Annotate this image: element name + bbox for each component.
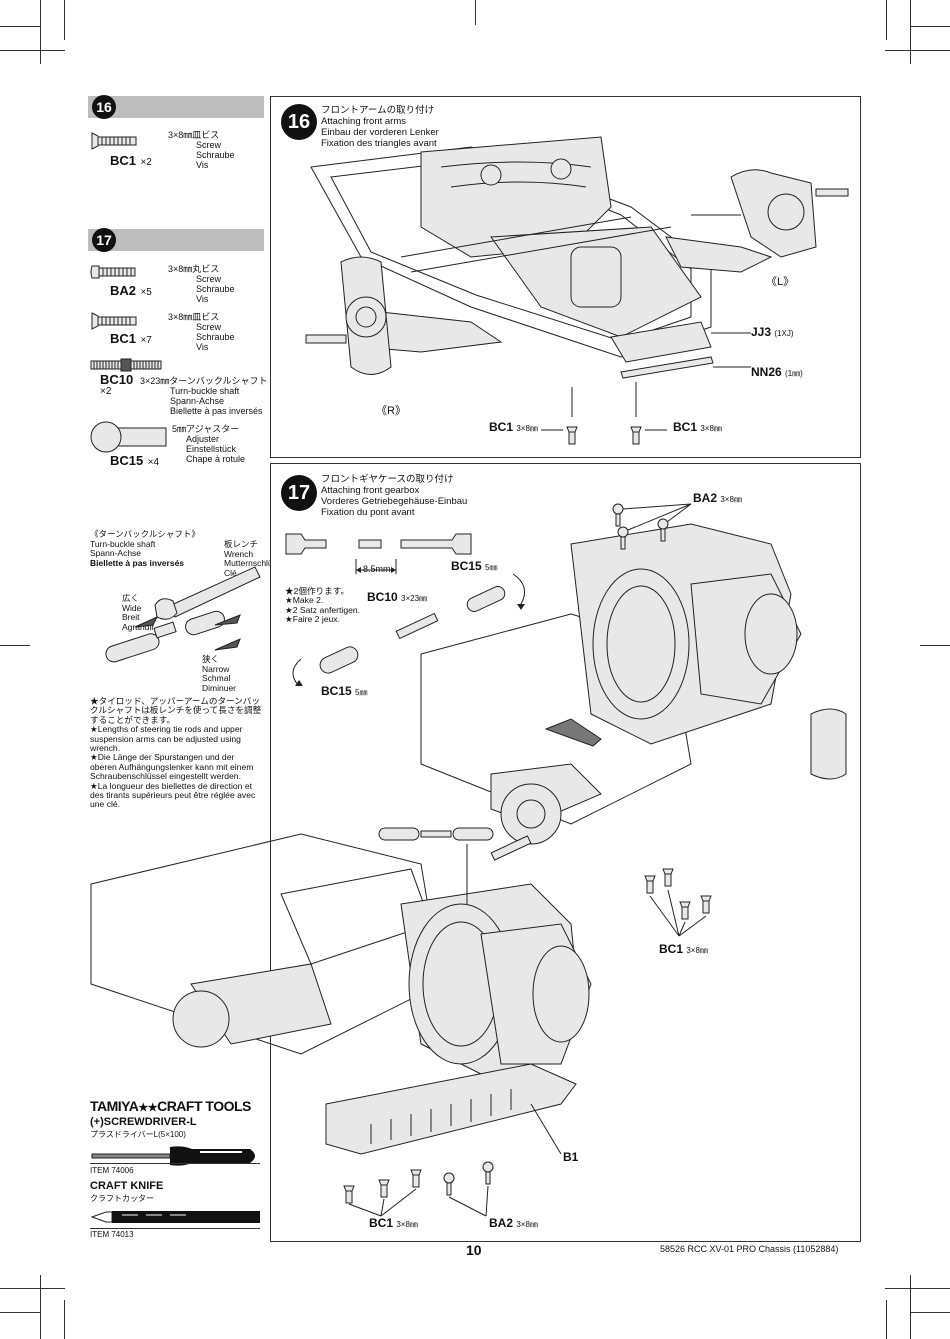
bc15-bottom-label: BC15 5㎜	[321, 684, 368, 698]
turnbuckle-assembly-diagram	[285, 533, 526, 687]
step16-title: フロントアームの取り付け Attaching front arms Einbau…	[321, 105, 439, 149]
crop-mark	[40, 1275, 41, 1339]
step16-part-bc1-desc: 3×8㎜皿ビス Screw Schraube Vis	[168, 130, 235, 170]
tool2-divider	[90, 1228, 260, 1229]
step17-part-bc1-desc: 3×8㎜皿ビス Screw Schraube Vis	[168, 312, 235, 352]
crop-mark	[910, 26, 950, 27]
step17-parts-header	[88, 229, 264, 251]
tool1-divider	[90, 1163, 260, 1164]
bc15-top-label: BC15 5㎜	[451, 559, 498, 573]
wrench-adjust-illustration	[105, 566, 261, 663]
crop-mark	[910, 1312, 950, 1313]
crop-mark	[910, 0, 911, 64]
wrench-label: 板レンチ Wrench Mutternschlüssel Clé	[224, 539, 288, 578]
crop-mark	[0, 26, 40, 27]
make-two-note: ★2個作ります。 ★Make 2. ★2 Satz anfertigen. ★F…	[285, 586, 361, 625]
screw-flat-icon	[91, 132, 137, 150]
crop-mark	[0, 645, 30, 646]
narrow-label: 狭く Narrow Schmal Diminuer	[202, 654, 237, 693]
crop-mark	[886, 0, 887, 40]
step16-bc1-right-label: BC1 3×8㎜	[673, 420, 722, 434]
screw-flat-icon	[91, 312, 137, 330]
tool1-jp: プラスドライバーL(5×100)	[90, 1130, 186, 1139]
step17-part-bc1: BC1 ×7	[110, 331, 152, 346]
step17-part-ba2-desc: 3×8㎜丸ビス Screw Schraube Vis	[168, 264, 235, 304]
turnbuckle-note: ★タイロッド、アッパーアームのターンバックルシャフトは板レンチを使って長さを調整…	[90, 696, 262, 810]
step16-bc1-left-label: BC1 3×8㎜	[489, 420, 538, 434]
bc1-right-label: BC1 3×8㎜	[659, 942, 708, 956]
tool1-name: (+)SCREWDRIVER-L	[90, 1116, 197, 1128]
screwdriver-icon	[91, 1146, 255, 1166]
crop-mark	[64, 0, 65, 40]
tool2-jp: クラフトカッター	[90, 1194, 154, 1203]
page-number: 10	[466, 1242, 482, 1258]
adjuster-icon	[90, 421, 167, 453]
crop-mark	[0, 1312, 40, 1313]
step17-part-bc10: BC10 ×2	[100, 372, 134, 397]
tool1-item: ITEM 74006	[90, 1166, 134, 1175]
turnbuckle-shaft-icon	[90, 358, 162, 372]
crop-mark	[910, 1275, 911, 1339]
ba2-top-label: BA2 3×8㎜	[693, 491, 742, 505]
step17-panel: 17 フロントギヤケースの取り付け Attaching front gearbo…	[90, 463, 861, 1242]
crop-mark	[920, 645, 950, 646]
dimension-label: 8.5mm	[363, 564, 391, 574]
craft-knife-icon	[90, 1211, 260, 1223]
crop-mark	[885, 50, 950, 51]
tool2-item: ITEM 74013	[90, 1230, 134, 1239]
crop-mark	[0, 1288, 65, 1289]
star-logo-icon: ★★	[138, 1102, 158, 1114]
step16-large-badge: 16	[281, 104, 317, 140]
screw-round-icon	[90, 265, 136, 279]
step17-part-bc15: BC15 ×4	[110, 453, 160, 468]
ba2-bottom-label: BA2 3×8㎜	[489, 1216, 538, 1230]
step16-nn26-label: NN26 (1㎜)	[751, 365, 803, 379]
step16-parts-header	[88, 96, 264, 118]
step16-part-bc1: BC1 ×2	[110, 153, 152, 168]
bc10-label: BC10 3×23㎜	[367, 590, 428, 604]
step17-large-badge: 17	[281, 475, 317, 511]
step17-part-ba2: BA2 ×5	[110, 283, 152, 298]
turnbuckle-title: 《ターンバックルシャフト》 Turn-buckle shaft Spann-Ac…	[90, 529, 200, 568]
step16-panel: 16 フロントアームの取り付け Attaching front arms Ein…	[270, 96, 861, 458]
crop-mark	[475, 0, 476, 25]
craft-tools-brand: TAMIYA★★CRAFT TOOLS	[90, 1098, 251, 1114]
step16-chassis-illustration	[305, 136, 849, 445]
product-code: 58526 RCC XV-01 PRO Chassis (11052884)	[660, 1244, 839, 1254]
step16-left-side-label: 《R》	[376, 405, 406, 417]
b1-label: B1	[563, 1150, 579, 1164]
crop-mark	[886, 1300, 887, 1339]
step16-right-side-label: 《L》	[766, 276, 795, 288]
step17-gearbox-illustration	[90, 503, 847, 1217]
crop-mark	[64, 1300, 65, 1339]
step17-number-badge: 17	[92, 228, 116, 252]
tool2-name: CRAFT KNIFE	[90, 1180, 164, 1192]
crop-mark	[0, 50, 65, 51]
step16-number-badge: 16	[92, 95, 116, 119]
step17-title: フロントギヤケースの取り付け Attaching front gearbox V…	[321, 474, 468, 518]
crop-mark	[885, 1288, 950, 1289]
step17-part-bc15-desc: 5㎜アジャスター Adjuster Einstellstück Chape à …	[172, 424, 246, 464]
crop-mark	[40, 0, 41, 64]
step16-jj3-label: JJ3 (1XJ)	[751, 325, 794, 339]
bc1-bottom-label: BC1 3×8㎜	[369, 1216, 418, 1230]
step17-part-bc10-desc: 3×23㎜ターンバックルシャフト Turn-buckle shaft Spann…	[140, 376, 268, 416]
